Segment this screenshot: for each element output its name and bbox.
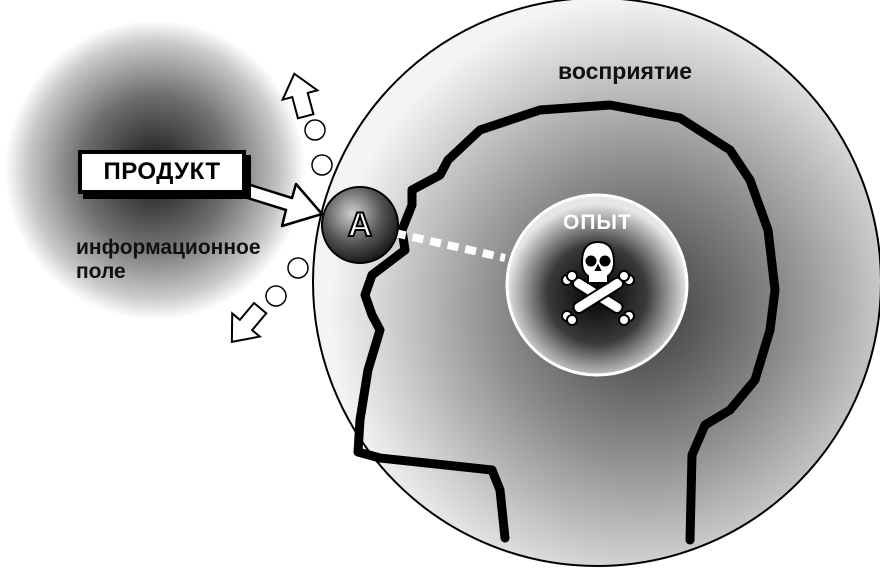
arrow-up-icon — [280, 72, 320, 120]
arrow-down-icon — [230, 301, 268, 344]
head-silhouette — [353, 100, 780, 545]
flow-dots — [265, 119, 333, 307]
attention-ball — [321, 186, 399, 264]
skull-crossbones-icon — [561, 240, 635, 326]
info-field-label: информационное поле — [76, 236, 261, 283]
perception-label: восприятие — [558, 58, 693, 84]
product-box: ПРОДУКТ — [78, 150, 246, 194]
attention-letter: А — [347, 205, 374, 245]
attention-dashed-line — [394, 229, 506, 262]
experience-label: ОПЫТ — [563, 211, 632, 234]
product-label: ПРОДУКТ — [103, 158, 221, 185]
experience-circle — [505, 193, 689, 377]
